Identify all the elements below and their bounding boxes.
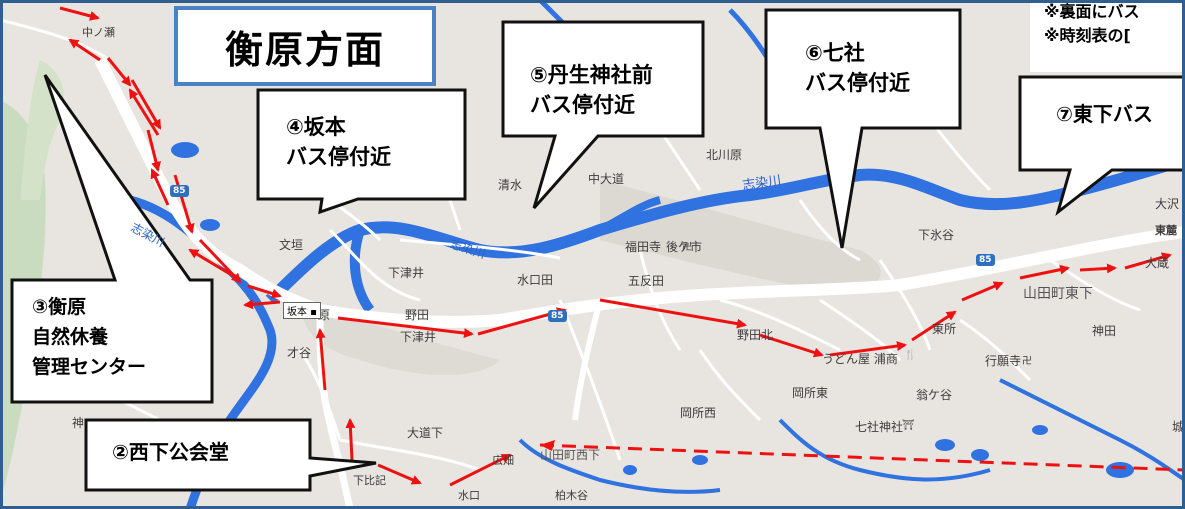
note-line: ※時刻表の[ xyxy=(1044,26,1131,45)
callout-2: ②西下公会堂 xyxy=(112,440,229,464)
place-label: 東所 xyxy=(932,322,957,336)
place-label: 五反田 xyxy=(628,274,665,288)
place-label: 才谷 xyxy=(287,346,312,360)
place-label: 水口田 xyxy=(517,273,554,287)
road-sign-icon: 85 xyxy=(548,310,567,322)
callout-7: ⑦東下バス xyxy=(1056,102,1153,126)
place-label: 下比記 xyxy=(353,474,386,487)
place-label: 神 xyxy=(72,416,85,430)
place-label: 中ノ瀬 xyxy=(82,26,115,39)
callout-5: ⑤丹生神社前 バス停付近 xyxy=(530,63,653,117)
place-label: 後ケ市 xyxy=(666,240,703,254)
place-label: 下津井 xyxy=(388,266,425,280)
restaurant-icon: 🍴 xyxy=(904,350,917,361)
place-label: 北川原 xyxy=(706,148,743,162)
route-dashed-line xyxy=(539,443,1185,472)
place-label: 翁ケ谷 xyxy=(916,388,953,402)
place-label: 行願寺 xyxy=(985,354,1022,368)
temple-icon: 卍 xyxy=(682,242,692,253)
shrine-icon: ⛩ xyxy=(902,420,915,431)
place-label: うどん屋 浦商 xyxy=(822,352,898,366)
place-label: 下氷谷 xyxy=(918,228,955,242)
callout-4: ④坂本 バス停付近 xyxy=(286,115,391,169)
place-label: 中大道 xyxy=(588,172,625,186)
road-sign-icon: 85 xyxy=(170,185,189,197)
place-label: 東麓 xyxy=(1155,224,1177,237)
place-label: 野田北 xyxy=(737,328,774,342)
place-label: 山田町西下 xyxy=(540,448,601,462)
notes-box: ※裏面にバス ※時刻表の[ xyxy=(1030,0,1185,72)
note-line: ※裏面にバス xyxy=(1044,2,1140,21)
place-label: 神田 xyxy=(1092,324,1117,338)
place-label: 山田町東下 xyxy=(1023,286,1093,302)
place-label: 清水 xyxy=(498,178,523,192)
place-label: 原 xyxy=(318,308,331,322)
bus-stop-icon: 坂本 ▪ xyxy=(283,302,321,319)
place-label: 岡所西 xyxy=(680,406,717,420)
place-label: 大沢 xyxy=(1155,197,1180,211)
callout-3: ③衡原 自然休養 管理センター xyxy=(32,296,147,378)
place-label: 七社神社 xyxy=(855,420,904,434)
place-label: 大蔵 xyxy=(1145,256,1170,270)
place-label: 大道下 xyxy=(407,426,444,440)
map-title: 衡原方面 xyxy=(174,6,436,86)
callout-shapes xyxy=(10,8,1185,492)
road-sign-icon: 85 xyxy=(976,254,995,266)
place-label: 福田寺 xyxy=(625,240,662,254)
temple-icon: 卍 xyxy=(1022,356,1032,367)
place-label: 広畑 xyxy=(492,454,514,467)
place-label: 柏木谷 xyxy=(555,489,588,502)
place-label: 水口 xyxy=(458,489,480,502)
place-label: 岡所東 xyxy=(792,386,829,400)
route-arrows xyxy=(59,6,1172,487)
place-label: 文垣 xyxy=(279,238,304,252)
title-text: 衡原方面 xyxy=(224,27,385,72)
callout-6: ⑥七社 バス停付近 xyxy=(805,41,910,95)
place-label: 城 xyxy=(1172,420,1185,434)
place-label: 下津井 xyxy=(400,330,437,344)
place-label: 野田 xyxy=(405,308,430,322)
